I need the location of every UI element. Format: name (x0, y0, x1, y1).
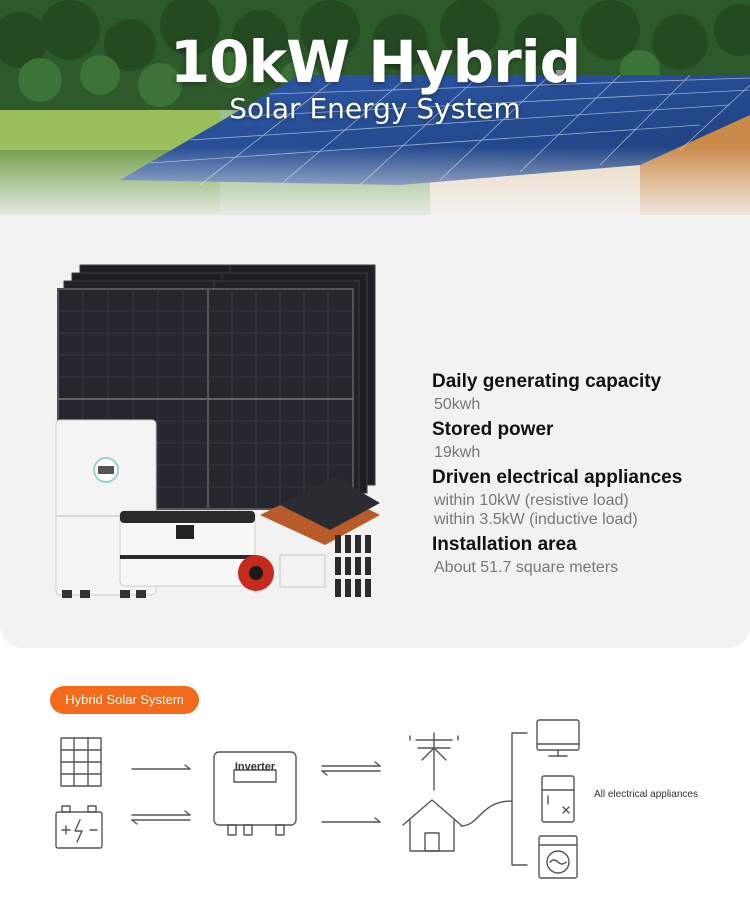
spec-heading: Stored power (432, 419, 554, 440)
spec-value: 19kwh (434, 444, 481, 461)
spec-heading: Installation area (432, 534, 577, 555)
spec-value: within 10kW (resistive load) (434, 492, 629, 509)
inverter-icon (213, 751, 297, 836)
refrigerator-icon (541, 775, 575, 823)
spec-heading: Driven electrical appliances (432, 467, 683, 488)
flow-arrow (321, 817, 381, 823)
battery-icon (55, 805, 103, 849)
product-kit-image (55, 264, 380, 598)
hero-subtitle: Solar Energy System (229, 92, 521, 125)
flow-arrow (131, 764, 191, 770)
product-card: Daily generating capacity 50kwh Stored p… (0, 215, 750, 648)
power-pole-icon (409, 732, 459, 791)
spec-stored-power: Stored power 19kwh (432, 419, 742, 462)
flow-arrow (131, 810, 191, 825)
hero-title: 10kW Hybrid (169, 28, 581, 96)
hero-background-image (0, 0, 750, 225)
spec-list: Daily generating capacity 50kwh Stored p… (432, 371, 742, 582)
hero-banner: 10kW Hybrid Solar Energy System (0, 0, 750, 225)
hybrid-system-badge: Hybrid Solar System (50, 686, 199, 714)
spec-daily-capacity: Daily generating capacity 50kwh (432, 371, 742, 414)
flow-arrow (321, 761, 381, 776)
inverter-label: Inverter (235, 761, 276, 773)
system-flow-diagram: Inverter (55, 719, 580, 879)
house-icon (402, 799, 462, 852)
solar-panel-icon (60, 737, 102, 787)
appliances-label: All electrical appliances (594, 789, 698, 800)
spec-installation-area: Installation area About 51.7 square mete… (432, 534, 742, 577)
spec-value: within 3.5kW (inductive load) (434, 511, 638, 528)
spec-driven-appliances: Driven electrical appliances within 10kW… (432, 467, 742, 529)
spec-value: 50kwh (434, 396, 481, 413)
washing-machine-icon (538, 835, 578, 879)
monitor-icon (536, 719, 580, 757)
spec-heading: Daily generating capacity (432, 371, 662, 392)
spec-value: About 51.7 square meters (434, 559, 619, 576)
